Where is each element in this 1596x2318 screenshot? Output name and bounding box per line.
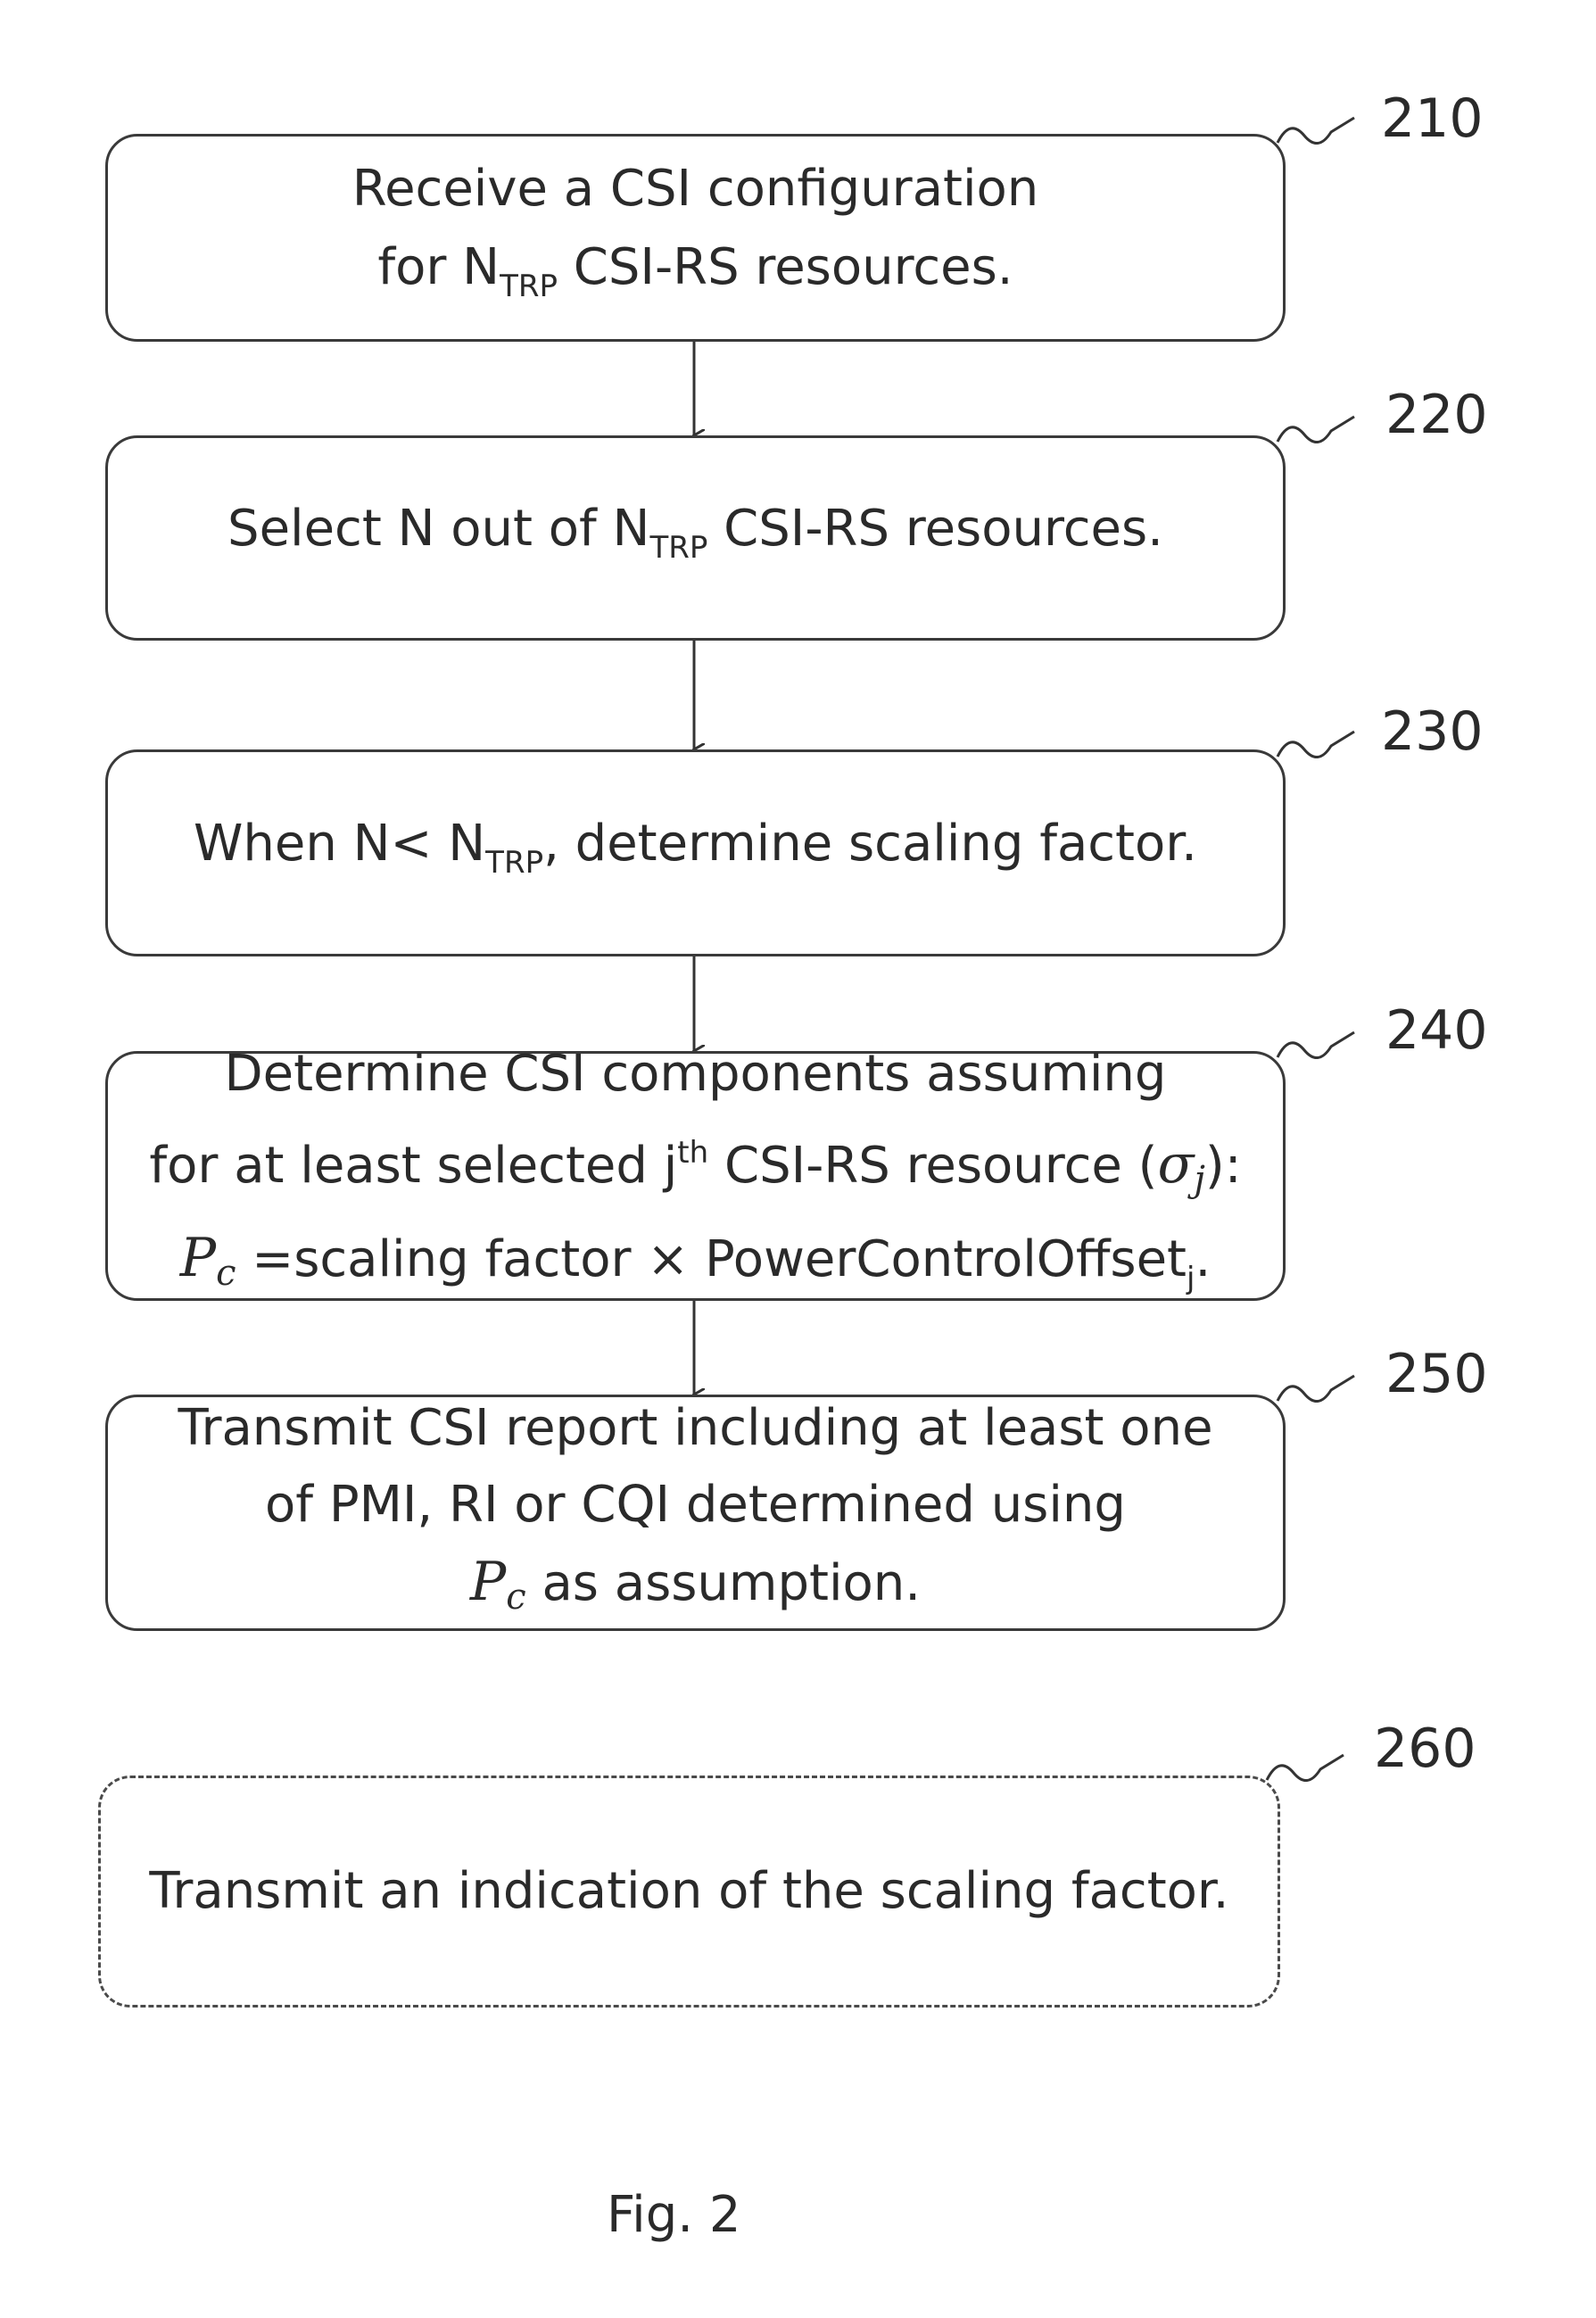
step-230-leader (1276, 730, 1355, 758)
step-260-line-1: Transmit an indication of the scaling fa… (149, 1862, 1229, 1920)
step-210-ref: 210 (1381, 87, 1484, 150)
step-230-line-1: When N< NTRP, determine scaling factor. (194, 814, 1197, 881)
step-210-leader (1276, 116, 1355, 145)
step-260-ref: 260 (1374, 1718, 1476, 1780)
step-260-box: Transmit an indication of the scaling fa… (98, 1776, 1280, 2008)
step-240-line-3: Pc =scaling factor × PowerControlOffsetj… (179, 1226, 1211, 1296)
step-220-ref: 220 (1385, 384, 1488, 446)
step-210-box: Receive a CSI configuration for NTRP CSI… (105, 134, 1286, 342)
step-220-leader (1276, 415, 1355, 443)
step-250-line-2: of PMI, RI or CQI determined using (265, 1476, 1126, 1534)
step-250-line-3: Pc as assumption. (469, 1551, 922, 1618)
step-250-leader (1276, 1374, 1355, 1403)
step-210-line-2: for NTRP CSI-RS resources. (377, 238, 1013, 304)
step-220-box: Select N out of NTRP CSI-RS resources. (105, 435, 1286, 641)
step-230-ref: 230 (1381, 700, 1484, 763)
step-220-line-1: Select N out of NTRP CSI-RS resources. (227, 499, 1163, 566)
step-250-box: Transmit CSI report including at least o… (105, 1395, 1286, 1631)
step-240-leader (1276, 1031, 1355, 1059)
step-240-ref: 240 (1385, 999, 1488, 1062)
step-260-leader (1265, 1753, 1344, 1782)
step-240-line-1: Determine CSI components assuming (224, 1044, 1167, 1103)
step-250-ref: 250 (1385, 1343, 1488, 1405)
step-240-line-2: for at least selected jth CSI-RS resourc… (149, 1132, 1242, 1200)
figure-label: Fig. 2 (607, 2186, 741, 2244)
step-210-line-1: Receive a CSI configuration (351, 160, 1039, 218)
step-250-line-1: Transmit CSI report including at least o… (178, 1399, 1213, 1457)
step-240-box: Determine CSI components assuming for at… (105, 1045, 1286, 1301)
step-230-box: When N< NTRP, determine scaling factor. (105, 749, 1286, 956)
